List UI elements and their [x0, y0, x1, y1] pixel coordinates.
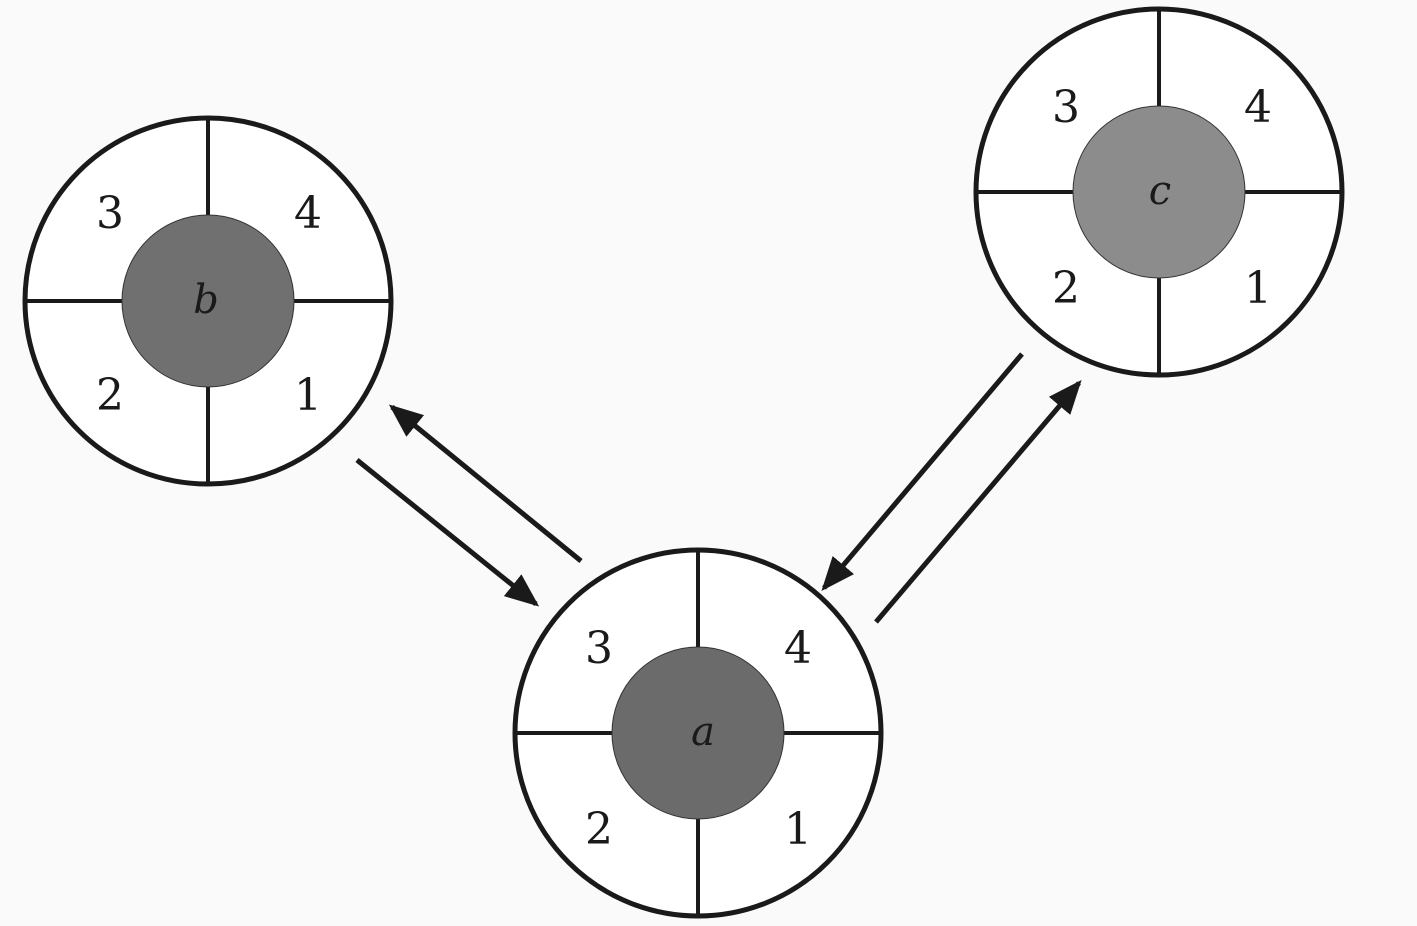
node-a-port-4: 4	[784, 623, 812, 674]
node-c-port-2: 2	[1052, 263, 1080, 314]
node-b-port-1: 1	[294, 370, 322, 421]
arrow-a-to-b	[388, 404, 583, 563]
node-a-label: a	[691, 709, 715, 755]
node-a-port-3: 3	[585, 623, 613, 674]
node-b-port-3: 3	[96, 188, 124, 239]
node-a-port-2: 2	[585, 804, 613, 855]
arrow-c-to-a	[821, 352, 1024, 592]
node-c-port-1: 1	[1244, 263, 1272, 314]
node-c-label: c	[1149, 168, 1171, 214]
node-a-hub	[611, 646, 785, 820]
arrow-b-to-a	[355, 458, 540, 607]
node-b-port-4: 4	[294, 188, 322, 239]
node-c-hub	[1072, 105, 1246, 279]
node-a-port-1: 1	[784, 804, 812, 855]
node-b: b 3 4 2 1	[22, 115, 394, 487]
arrow-a-to-c	[874, 379, 1082, 624]
node-c: c 3 4 2 1	[973, 6, 1345, 378]
node-b-label: b	[193, 277, 219, 323]
node-b-port-2: 2	[96, 370, 124, 421]
node-a: a 3 4 2 1	[512, 547, 884, 919]
node-c-port-4: 4	[1244, 82, 1272, 133]
node-b-hub	[121, 214, 295, 388]
node-c-port-3: 3	[1052, 82, 1080, 133]
